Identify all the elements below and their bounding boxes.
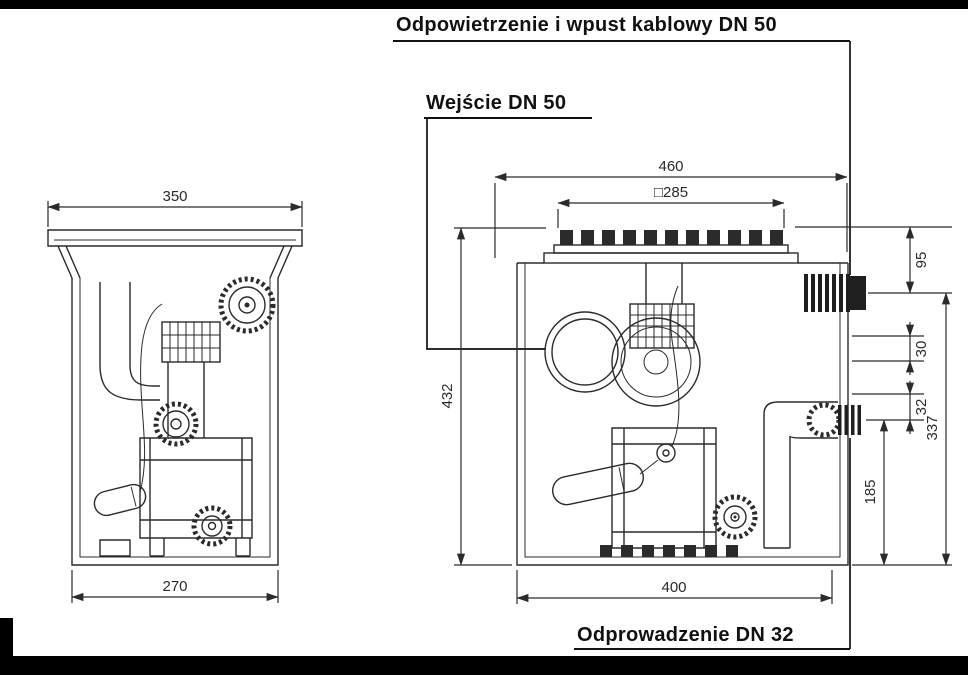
feet bbox=[99, 538, 251, 557]
front-view-internals bbox=[544, 263, 864, 557]
float-switch bbox=[93, 483, 147, 517]
float-switch bbox=[551, 462, 645, 506]
cover-shoulders bbox=[57, 245, 293, 279]
tank-inner-wall bbox=[79, 278, 271, 558]
dim-30-label: 30 bbox=[913, 341, 930, 358]
front-view-cover bbox=[543, 230, 799, 264]
float-cable bbox=[639, 285, 680, 475]
float-cable bbox=[139, 303, 163, 493]
side-view-cover bbox=[47, 229, 303, 279]
side-view-tank bbox=[71, 278, 279, 566]
dim-270-label: 270 bbox=[162, 578, 187, 595]
union-nut bbox=[153, 401, 199, 447]
inlet-leader-line bbox=[426, 118, 546, 350]
side-view bbox=[47, 229, 303, 566]
discharge-pipe bbox=[763, 436, 791, 549]
coupling bbox=[712, 494, 758, 540]
cover-flange bbox=[543, 252, 799, 264]
pump-body bbox=[611, 427, 717, 549]
vent-label: Odpowietrzenie i wpust kablowy DN 50 bbox=[396, 14, 777, 36]
inlet-label: Wejście DN 50 bbox=[426, 92, 566, 114]
cover-flange bbox=[47, 229, 303, 247]
dim-460-label: 460 bbox=[658, 158, 683, 175]
pump-body bbox=[139, 362, 253, 539]
top-bar bbox=[0, 0, 968, 9]
dim-285-label: □285 bbox=[654, 184, 688, 201]
dim-95-label: 95 bbox=[913, 252, 930, 269]
inlet-opening bbox=[544, 311, 626, 393]
inlet-duct bbox=[645, 263, 683, 304]
front-view bbox=[516, 230, 866, 566]
outlet-label: Odprowadzenie DN 32 bbox=[577, 624, 794, 646]
vent-fitting bbox=[804, 274, 866, 312]
discharge-elbow bbox=[763, 401, 838, 439]
dim-185-label: 185 bbox=[862, 479, 879, 504]
screw-cap bbox=[218, 276, 276, 334]
grate-box bbox=[161, 321, 221, 363]
tank-outer-wall bbox=[71, 278, 279, 566]
dim-32-label: 32 bbox=[913, 399, 930, 416]
tank-outer-wall bbox=[516, 262, 849, 566]
cable-clamp bbox=[656, 443, 676, 463]
grate-grid bbox=[630, 304, 694, 348]
outlet-union bbox=[806, 402, 842, 438]
vent-cap bbox=[850, 276, 866, 310]
annotations-layer: Odpowietrzenie i wpust kablowy DN 50 Wej… bbox=[393, 14, 851, 650]
dimension-annotations: 350 270 460 □285 432 95 30 32 337 bbox=[47, 158, 952, 604]
tank-inner-wall bbox=[524, 263, 841, 558]
cover-band bbox=[553, 244, 789, 254]
bottom-bar bbox=[0, 656, 968, 675]
inlet-pipe bbox=[99, 282, 160, 401]
dim-337-label: 337 bbox=[924, 415, 941, 440]
coupling bbox=[191, 505, 233, 547]
pump-volute bbox=[611, 317, 701, 407]
front-view-tank bbox=[516, 262, 849, 566]
dim-350-label: 350 bbox=[162, 188, 187, 205]
corner-block bbox=[0, 618, 13, 658]
dim-432-label: 432 bbox=[439, 383, 456, 408]
dim-400-label: 400 bbox=[661, 579, 686, 596]
grate-grid bbox=[162, 322, 220, 362]
side-view-internals bbox=[93, 276, 276, 557]
